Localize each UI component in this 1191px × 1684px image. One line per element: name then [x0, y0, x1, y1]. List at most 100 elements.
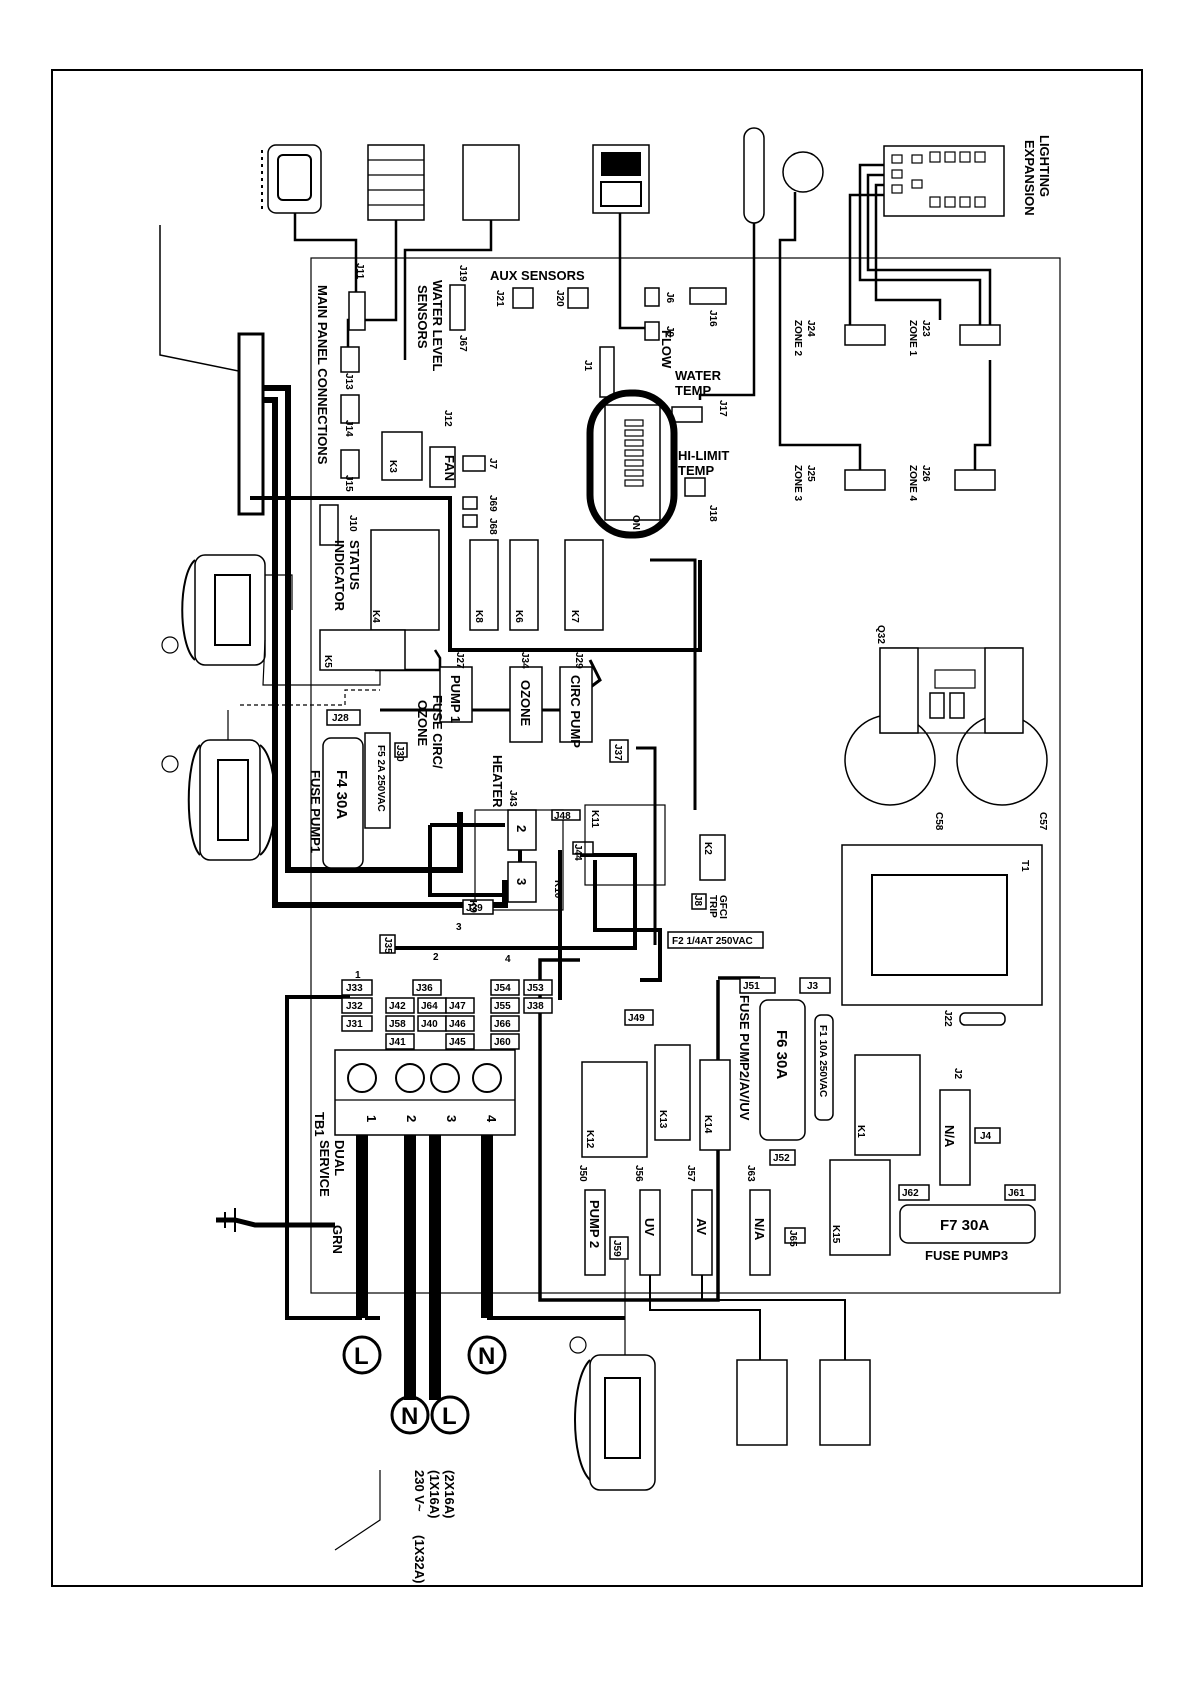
- on-label: ON: [630, 515, 641, 530]
- tb-num-2: 2: [404, 1115, 419, 1122]
- ref-j52: J52: [773, 1153, 790, 1164]
- service-label-a: (2X16A): [442, 1470, 457, 1518]
- ref-j56: J56: [633, 1165, 644, 1182]
- ref-j65: J65: [787, 1230, 798, 1247]
- ref-j15: J15: [343, 475, 354, 492]
- main-panel-connector-bar: [237, 332, 265, 516]
- service-label-b: (1X16A): [427, 1470, 442, 1518]
- ref-j6: J6: [664, 292, 675, 304]
- ref-j59: J59: [611, 1240, 622, 1257]
- ref-k3: K3: [387, 460, 398, 473]
- tb-num-1: 1: [364, 1115, 379, 1122]
- ref-j35: J35: [382, 937, 393, 954]
- top-peripherals: [261, 127, 1005, 224]
- ref-j51: J51: [743, 981, 760, 992]
- ref-j14: J14: [343, 420, 354, 437]
- na-label-right: N/A: [942, 1125, 957, 1148]
- lighting-expansion-device: [883, 145, 1005, 217]
- heavy-wiring: [250, 385, 760, 1302]
- ref-j69: J69: [487, 495, 498, 512]
- f2-label: F2 1/4AT 250VAC: [672, 936, 753, 947]
- ref-j22: J22: [942, 1010, 953, 1027]
- uv-device: [736, 1359, 788, 1446]
- ref-j62: J62: [902, 1188, 919, 1199]
- zone4-label: ZONE 4: [907, 465, 918, 502]
- hi-limit-probe-device: [782, 151, 824, 193]
- t1-label: T1: [1019, 860, 1030, 872]
- ref-j63: J63: [745, 1165, 756, 1182]
- ref-j16: J16: [707, 310, 718, 327]
- ref-j49: J49: [628, 1013, 645, 1024]
- grn-label: GRN: [330, 1225, 345, 1254]
- c58-label: C58: [933, 812, 944, 831]
- water-level-label-1: WATER LEVEL: [430, 280, 445, 372]
- ref-j32: J32: [346, 1001, 363, 1012]
- ref-j28: J28: [332, 713, 349, 724]
- fuse-pump2-label: FUSE PUMP2/AV/UV: [737, 995, 752, 1121]
- zone2-label: ZONE 2: [792, 320, 803, 357]
- pump1-label: PUMP 1: [448, 675, 463, 723]
- fan-label: FAN: [442, 455, 457, 481]
- ref-j3: J3: [807, 981, 819, 992]
- rotated-text-layer: AUX SENSORS WATER LEVEL SENSORS MAIN PAN…: [308, 135, 1052, 1583]
- ref-j20: J20: [554, 290, 565, 307]
- ref-j31: J31: [346, 1019, 363, 1030]
- ref-j1: J1: [582, 360, 593, 372]
- fuse-circ-label-1: FUSE CIRC/: [430, 695, 445, 769]
- ref-j25: J25: [805, 465, 816, 482]
- bus-num-1: 1: [355, 970, 361, 981]
- main-panel-connections-label: MAIN PANEL CONNECTIONS: [315, 285, 330, 465]
- ref-j8: J8: [692, 895, 703, 907]
- ref-j58: J58: [389, 1019, 406, 1030]
- service-label-c: (1X32A): [412, 1535, 427, 1583]
- line-terminal-left: L: [354, 1343, 369, 1370]
- ref-j60: J60: [494, 1037, 511, 1048]
- f5-label: F5 2A 250VAC: [375, 745, 386, 812]
- ref-j2: J2: [952, 1068, 963, 1080]
- status-label-2: INDICATOR: [332, 540, 347, 612]
- voltage-label: 230 V~: [412, 1470, 427, 1512]
- gfci-label-2: TRIP: [707, 895, 718, 918]
- line-terminal-bottom: L: [442, 1403, 457, 1430]
- ref-j57: J57: [685, 1165, 696, 1182]
- water-level-device: [462, 144, 520, 221]
- ref-j37: J37: [612, 744, 623, 761]
- ref-j53: J53: [527, 983, 544, 994]
- fuse-f4: [322, 737, 364, 869]
- ref-j36: J36: [416, 983, 433, 994]
- pump2-motor: [569, 1260, 656, 1491]
- ref-j48: J48: [554, 811, 571, 822]
- gfci-label-1: GFCI: [717, 895, 728, 919]
- dip-switch: [604, 404, 661, 521]
- ref-j12: J12: [442, 410, 453, 427]
- ref-k14: K14: [702, 1115, 713, 1134]
- fuse-f7: [899, 1204, 1036, 1244]
- ref-j64: J64: [421, 1001, 438, 1012]
- ref-j19: J19: [457, 265, 468, 282]
- ref-j67: J67: [457, 335, 468, 352]
- ref-k5: K5: [322, 655, 333, 668]
- hi-limit-label-2: TEMP: [678, 463, 714, 478]
- ref-j7: J7: [487, 458, 498, 470]
- q32-label: Q32: [875, 625, 886, 644]
- ref-j11: J11: [354, 263, 365, 280]
- lighting-label-2: EXPANSION: [1022, 140, 1037, 216]
- tb1-label-3: SERVICE: [317, 1140, 332, 1197]
- aux-sensors-label: AUX SENSORS: [490, 268, 585, 283]
- ozone-label: OZONE: [518, 680, 533, 727]
- ref-k15: K15: [830, 1225, 841, 1244]
- f7-label: F7 30A: [940, 1217, 989, 1234]
- neutral-terminal-bottom: N: [401, 1403, 418, 1430]
- temp-probe-device: [743, 127, 765, 224]
- ref-j39: J39: [466, 903, 483, 914]
- ref-j17: J17: [717, 400, 728, 417]
- ref-j23: J23: [920, 320, 931, 337]
- c57-label: C57: [1037, 812, 1048, 831]
- fuse-f6: [759, 999, 806, 1141]
- hi-limit-label-1: HI-LIMIT: [678, 448, 729, 463]
- ref-k4: K4: [370, 610, 381, 623]
- fuse-circ-label-2: OZONE: [415, 700, 430, 747]
- water-level-label-2: SENSORS: [415, 285, 430, 349]
- ref-j42: J42: [389, 1001, 406, 1012]
- av-device: [819, 1359, 871, 1446]
